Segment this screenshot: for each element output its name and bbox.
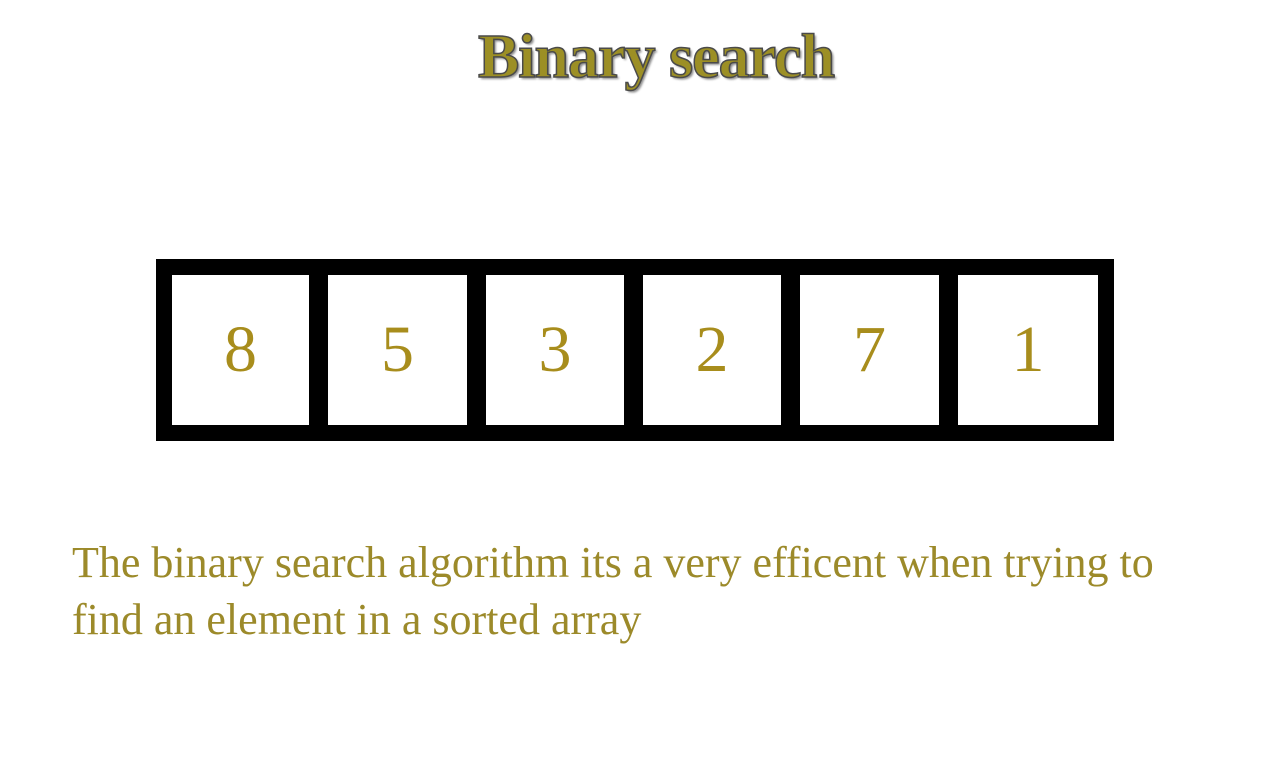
array-cell-value: 7	[853, 313, 886, 386]
array-cell: 2	[643, 275, 781, 425]
array-diagram: 8 5 3 2 7 1	[156, 259, 1114, 441]
array-cell: 1	[958, 275, 1098, 425]
array-cell: 5	[328, 275, 467, 425]
array-cell: 7	[800, 275, 939, 425]
array-cell-value: 5	[381, 313, 414, 386]
array-cell: 3	[486, 275, 624, 425]
array-cell: 8	[172, 275, 309, 425]
array-cell-value: 8	[224, 313, 257, 386]
array-cell-value: 2	[695, 313, 729, 386]
array-cell-value: 3	[538, 313, 572, 386]
array-cell-value: 1	[1011, 313, 1045, 386]
page-title: Binary search	[477, 23, 836, 91]
description-text: The binary search algorithm its a very e…	[72, 538, 1154, 644]
